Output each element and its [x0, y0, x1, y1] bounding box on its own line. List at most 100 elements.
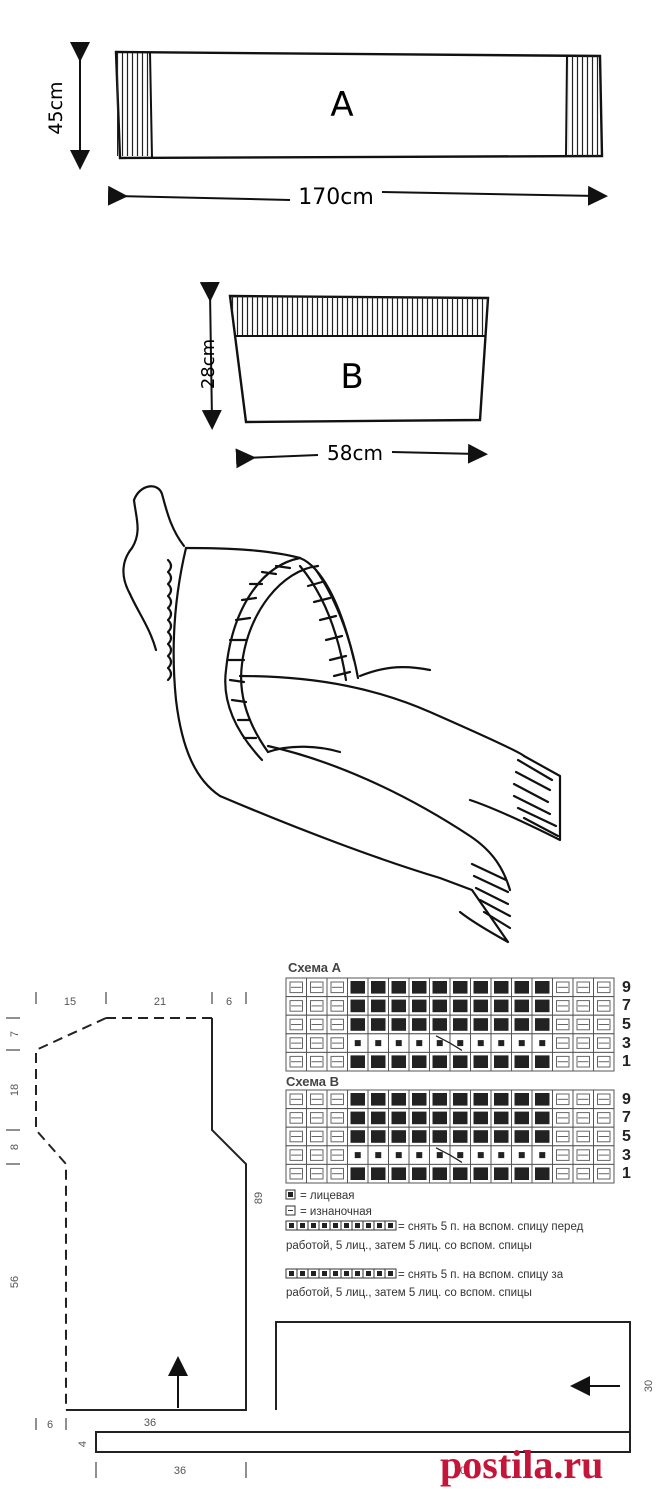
chart-cell: [347, 1051, 369, 1072]
chart-cell: [449, 996, 471, 1016]
dim-strip-70: 70: [454, 1465, 466, 1477]
chart-cell: [408, 1163, 430, 1184]
chart-cell: [572, 1014, 594, 1035]
chart-cell: [429, 977, 451, 998]
chart-cell: [326, 996, 348, 1016]
chart-cell: [470, 996, 492, 1016]
chart-a-row-9: 9: [622, 979, 631, 996]
chart-cell: [326, 1126, 348, 1147]
legend-purl-symbol: [285, 1205, 296, 1216]
chart-cell: [511, 996, 533, 1016]
chart-cell: [490, 977, 512, 998]
chart-cell: [388, 1108, 410, 1128]
chart-cell: [449, 1051, 471, 1072]
chart-cell: [531, 1051, 553, 1072]
cable-symbol-cell: [362, 1220, 375, 1231]
chart-cell: [572, 1033, 594, 1053]
chart-cell: [572, 977, 594, 998]
chart-cell: [511, 1089, 533, 1110]
chart-cell: [326, 1014, 348, 1035]
dim-left-18: 18: [9, 1084, 21, 1096]
chart-cell: [593, 1014, 615, 1035]
cable-symbol-cell: [384, 1268, 397, 1279]
chart-cell: [449, 977, 471, 998]
chart-cell: [388, 977, 410, 998]
chart-cell: [408, 977, 430, 998]
chart-cell: [511, 1033, 533, 1053]
cable-symbol-cell: [285, 1268, 298, 1279]
scarf-a-width-arrow-right: [381, 185, 608, 206]
chart-cell: [593, 977, 615, 998]
chart-cell: [531, 1126, 553, 1147]
scarf-a-left-rib: [117, 53, 150, 156]
cable-symbol-cell: [373, 1220, 386, 1231]
chart-cell: [408, 1126, 430, 1147]
chart-cell: [285, 1163, 307, 1184]
chart-cell: [285, 1014, 307, 1035]
chart-a-row-7: 7: [622, 997, 631, 1014]
chart-cell: [408, 1051, 430, 1072]
chart-cell: [552, 1089, 574, 1110]
chart-cell: [285, 1089, 307, 1110]
chart-cell: [593, 1051, 615, 1072]
pattern-schematic: [6, 992, 631, 1478]
chart-cell: [367, 1108, 389, 1128]
cable-symbol-cell: [384, 1220, 397, 1231]
chart-cell: [367, 1051, 389, 1072]
chart-cell: [326, 1089, 348, 1110]
chart-cell: [531, 1014, 553, 1035]
chart-cell: [490, 1033, 512, 1053]
chart-cell: [490, 1051, 512, 1072]
scarf-b-width-arrow-left: [235, 448, 319, 469]
chart-cell: [470, 977, 492, 998]
chart-cell: [593, 1033, 615, 1053]
chart-cell: [572, 1163, 594, 1184]
chart-cell: [490, 1126, 512, 1147]
scarf-b-letter: B: [340, 357, 363, 397]
chart-cell: [408, 996, 430, 1016]
chart-cell: [470, 1145, 492, 1165]
chart-cell: [388, 1126, 410, 1147]
legend-knit-text: = лицевая: [300, 1190, 355, 1202]
chart-cell: [490, 1145, 512, 1165]
legend-cable-front-line2: работой, 5 лиц., затем 5 лиц. со вспом. …: [286, 1240, 532, 1252]
chart-cell: [326, 1108, 348, 1128]
chart-cell: [306, 1163, 328, 1184]
chart-cell: [531, 1145, 553, 1165]
chart-cell: [367, 1014, 389, 1035]
chart-cell: [593, 1126, 615, 1147]
cable-symbol-cell: [296, 1220, 309, 1231]
chart-cell: [367, 1033, 389, 1053]
chart-cell: [531, 996, 553, 1016]
chart-b-row-7: 7: [622, 1109, 631, 1126]
chart-a-title: Схема A: [288, 960, 342, 975]
chart-cell: [552, 996, 574, 1016]
chart-cell: [306, 1145, 328, 1165]
chart-cell: [306, 1089, 328, 1110]
scarf-a-letter: A: [330, 85, 353, 125]
chart-cell: [429, 996, 451, 1016]
chart-cell: [285, 1051, 307, 1072]
chart-cell: [511, 977, 533, 998]
cable-symbol-cell: [340, 1220, 353, 1231]
chart-cell: [470, 1033, 492, 1053]
chart-cell: [470, 1163, 492, 1184]
chart-cell: [408, 1033, 430, 1053]
chart-cell: [552, 1014, 574, 1035]
chart-cell: [429, 1089, 451, 1110]
chart-cell: [572, 996, 594, 1016]
cable-symbol-cell: [307, 1268, 320, 1279]
chart-b-grid: [285, 1089, 615, 1184]
chart-cell: [285, 1145, 307, 1165]
chart-cell: [408, 1014, 430, 1035]
chart-cell: [572, 1145, 594, 1165]
dim-top-mid: 21: [154, 996, 166, 1008]
scarf-a-height-label: 45cm: [45, 81, 67, 134]
chart-cell: [552, 1033, 574, 1053]
chart-cell: [531, 1089, 553, 1110]
watermark-text: postila.ru: [440, 1442, 603, 1487]
dim-left-56: 56: [9, 1276, 21, 1288]
cable-symbol-cell: [307, 1220, 320, 1231]
scarf-b-sketch: [199, 281, 490, 469]
